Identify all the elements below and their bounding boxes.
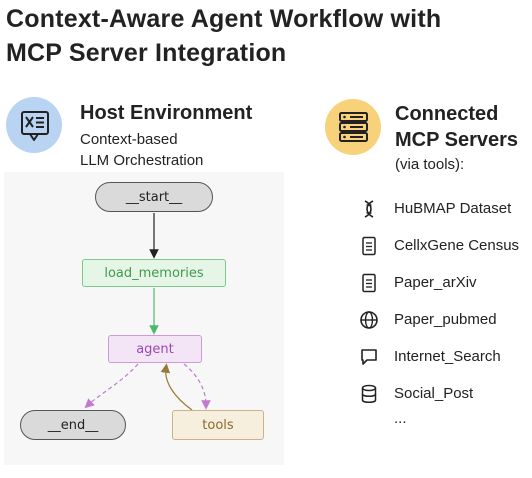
edge-agent-to-end: [84, 363, 139, 409]
list-item: Internet_Search: [358, 338, 519, 375]
graph-edges: [84, 213, 211, 411]
mcp-header: Connected MCP Servers (via tools):: [395, 101, 518, 175]
node-start: __start__: [95, 182, 213, 212]
host-subtitle-2: LLM Orchestration: [80, 152, 204, 169]
host-header: Host Environment Context-based LLM Orche…: [80, 101, 252, 171]
title-line-1: Context-Aware Agent Workflow with: [6, 5, 442, 33]
edge-agent-to-tools: [183, 363, 211, 410]
dna-icon: [358, 198, 380, 220]
server-label: HuBMAP Dataset: [394, 200, 512, 217]
list-item: CellxGene Census: [358, 227, 519, 264]
node-load-memories: load_memories: [82, 259, 226, 287]
host-heading: Host Environment: [80, 102, 253, 124]
list-item: HuBMAP Dataset: [358, 190, 519, 227]
mcp-circle: [325, 99, 381, 155]
chat-bubble-icon: [358, 346, 380, 368]
page-title: Context-Aware Agent Workflow with MCP Se…: [6, 2, 526, 70]
mcp-heading-1: Connected: [395, 103, 499, 125]
node-agent: agent: [108, 335, 202, 363]
list-item: Paper_pubmed: [358, 301, 519, 338]
server-label: Paper_arXiv: [394, 274, 477, 291]
database-icon: [358, 383, 380, 405]
server-label: CellxGene Census: [394, 237, 520, 254]
document-icon: [358, 235, 380, 257]
edge-tools-to-agent: [160, 363, 193, 411]
mcp-subtitle: (via tools):: [395, 156, 465, 173]
more-servers-ellipsis: ...: [394, 410, 407, 427]
host-circle: [6, 97, 62, 153]
node-end: __end__: [20, 410, 126, 440]
list-item: Social_Post: [358, 375, 519, 412]
title-line-2: MCP Server Integration: [6, 39, 287, 67]
node-tools: tools: [172, 410, 264, 440]
server-label: Paper_pubmed: [394, 311, 497, 328]
workflow-graph: __start__ load_memories agent __end__ to…: [4, 172, 284, 465]
server-stack-icon: [339, 112, 368, 142]
chat-document-icon: [21, 111, 49, 141]
document-icon: [358, 272, 380, 294]
mcp-heading-2: MCP Servers: [395, 129, 519, 151]
server-label: Internet_Search: [394, 348, 501, 365]
list-item: Paper_arXiv: [358, 264, 519, 301]
server-label: Social_Post: [394, 385, 474, 402]
globe-icon: [358, 309, 380, 331]
host-subtitle-1: Context-based: [80, 131, 178, 148]
mcp-server-list: HuBMAP Dataset CellxGene Census Paper_ar…: [358, 190, 519, 427]
